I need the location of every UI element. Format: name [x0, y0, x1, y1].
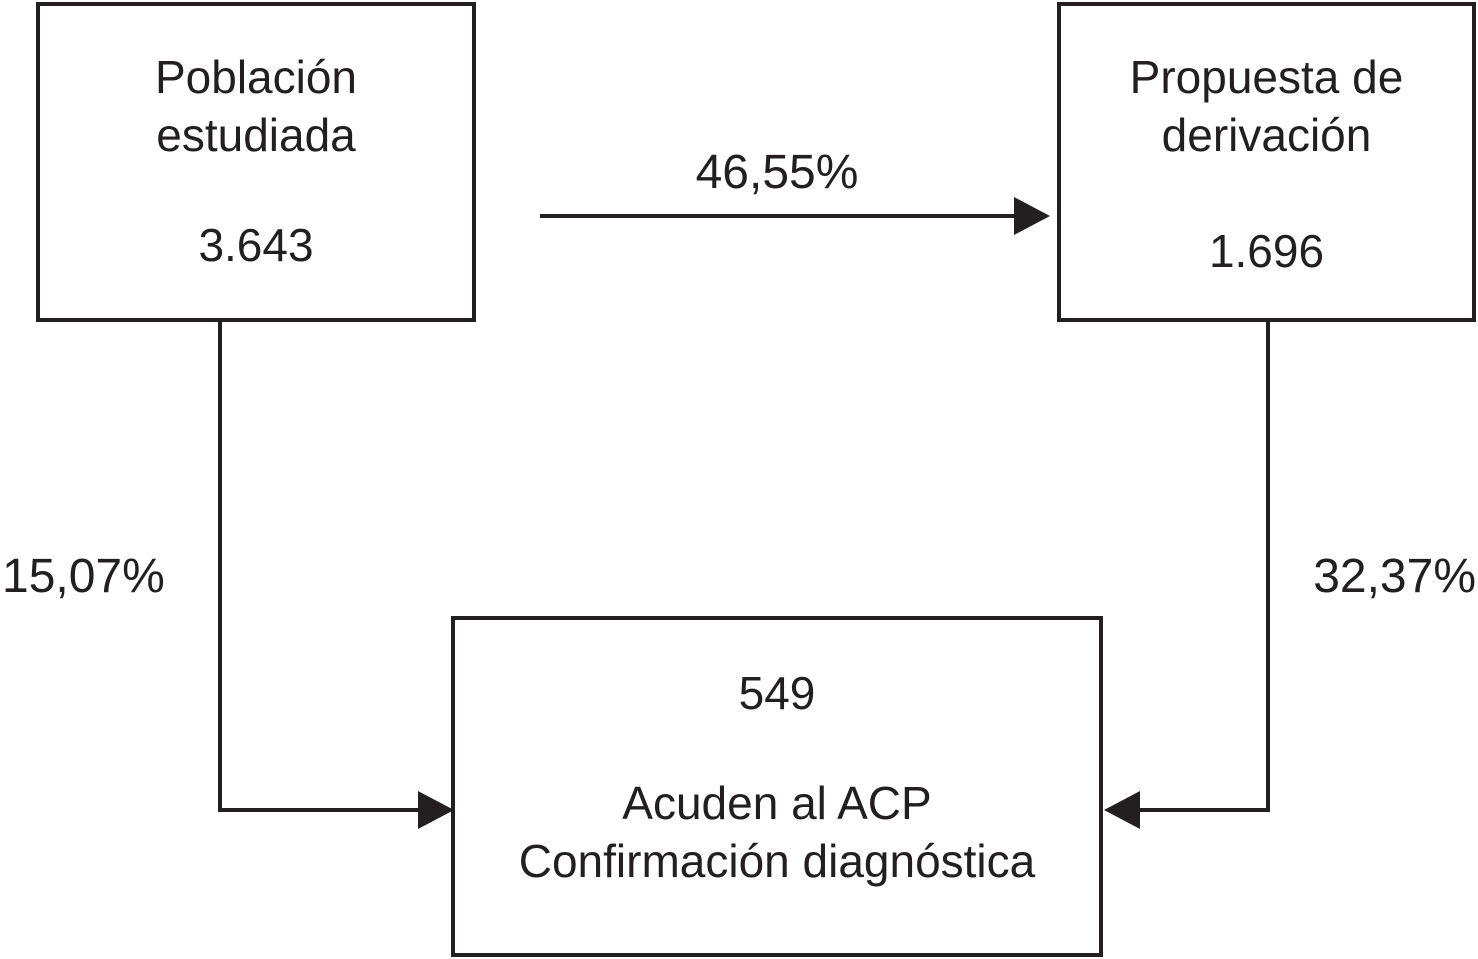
population-box: Población estudiada 3.643 [36, 2, 476, 322]
derivation-to-confirmation-arrow-horizontal-line [1140, 808, 1270, 812]
population-to-confirmation-arrow-vertical-line [218, 322, 222, 812]
population-to-confirmation-percentage-label: 15,07% [2, 550, 165, 603]
derivation-to-confirmation-percentage-label: 32,37% [1313, 550, 1476, 603]
arrowhead-right-icon [418, 791, 454, 829]
population-to-confirmation-arrow-horizontal-line [218, 808, 418, 812]
arrowhead-right-icon [1014, 197, 1050, 235]
population-box-title-line2: estudiada [156, 109, 356, 161]
population-to-derivation-arrow-line [540, 214, 1014, 218]
population-box-value: 3.643 [198, 219, 314, 271]
confirmation-box: 549 Acuden al ACP Confirmación diagnósti… [451, 616, 1103, 957]
population-to-derivation-percentage-label: 46,55% [695, 146, 859, 199]
arrowhead-left-icon [1104, 791, 1140, 829]
derivation-box: Propuesta de derivación 1.696 [1057, 2, 1476, 322]
derivation-box-title-line1: Propuesta de [1129, 51, 1404, 103]
confirmation-box-detail-line1: Acuden al ACP [622, 777, 932, 829]
confirmation-box-detail-line2: Confirmación diagnóstica [518, 835, 1036, 887]
derivation-box-title-line2: derivación [1161, 109, 1372, 161]
confirmation-box-value: 549 [738, 667, 816, 719]
population-box-title-line1: Población [154, 51, 358, 103]
derivation-box-value: 1.696 [1208, 225, 1325, 277]
derivation-to-confirmation-arrow-vertical-line [1266, 322, 1270, 812]
